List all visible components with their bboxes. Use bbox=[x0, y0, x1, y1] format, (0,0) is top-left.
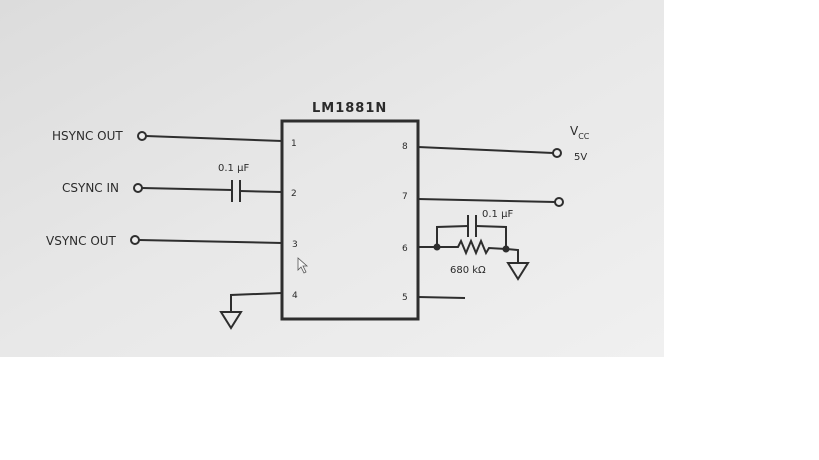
ground-symbol-right bbox=[506, 262, 530, 281]
resistor-symbol bbox=[437, 238, 507, 256]
vcc-terminal bbox=[552, 148, 562, 158]
pin-7-terminal bbox=[554, 197, 564, 207]
schematic-diagram: LM1881N HSYNC OUT 1 CSYNC IN 0.1 μF 2 VS… bbox=[0, 0, 664, 357]
ground-symbol-left bbox=[219, 311, 243, 330]
pin-3-number: 3 bbox=[292, 240, 298, 250]
schematic-photo: LM1881N HSYNC OUT 1 CSYNC IN 0.1 μF 2 VS… bbox=[0, 0, 664, 357]
csync-wire-left bbox=[141, 187, 233, 191]
paper-background bbox=[0, 0, 664, 357]
csync-in-label: CSYNC IN bbox=[62, 181, 119, 195]
rset-capacitor-wire-right bbox=[475, 225, 507, 249]
rc-ground-wire bbox=[505, 248, 519, 263]
pin-4-ground-wire bbox=[230, 292, 283, 312]
mouse-cursor-icon bbox=[297, 257, 309, 274]
pin-5-wire bbox=[417, 296, 466, 299]
pin-6-number: 6 bbox=[402, 244, 408, 254]
pin-5-number: 5 bbox=[402, 293, 408, 303]
rset-capacitor-wire-left bbox=[436, 225, 469, 247]
vcc-label: VCC bbox=[570, 124, 590, 141]
pin-2-number: 2 bbox=[291, 189, 297, 199]
rset-capacitor-value: 0.1 μF bbox=[482, 209, 513, 220]
csync-wire-right bbox=[239, 190, 283, 193]
csync-terminal bbox=[133, 183, 143, 193]
ic-chip-body bbox=[280, 119, 420, 321]
resistor-value: 680 kΩ bbox=[450, 265, 486, 276]
vsync-out-label: VSYNC OUT bbox=[46, 234, 117, 248]
pin-4-number: 4 bbox=[292, 291, 298, 301]
pin-1-number: 1 bbox=[291, 139, 297, 149]
pin-7-number: 7 bbox=[402, 192, 408, 202]
vcc-wire bbox=[417, 146, 554, 154]
pin-7-wire bbox=[417, 198, 556, 203]
chip-label: LM1881N bbox=[312, 101, 387, 116]
vsync-terminal bbox=[130, 235, 140, 245]
input-capacitor-value: 0.1 μF bbox=[218, 163, 249, 174]
vsync-wire bbox=[138, 239, 283, 244]
hsync-out-label: HSYNC OUT bbox=[52, 129, 123, 143]
pin-8-number: 8 bbox=[402, 142, 408, 152]
hsync-terminal bbox=[137, 131, 147, 141]
vcc-voltage: 5V bbox=[574, 152, 587, 163]
hsync-wire bbox=[145, 135, 283, 142]
